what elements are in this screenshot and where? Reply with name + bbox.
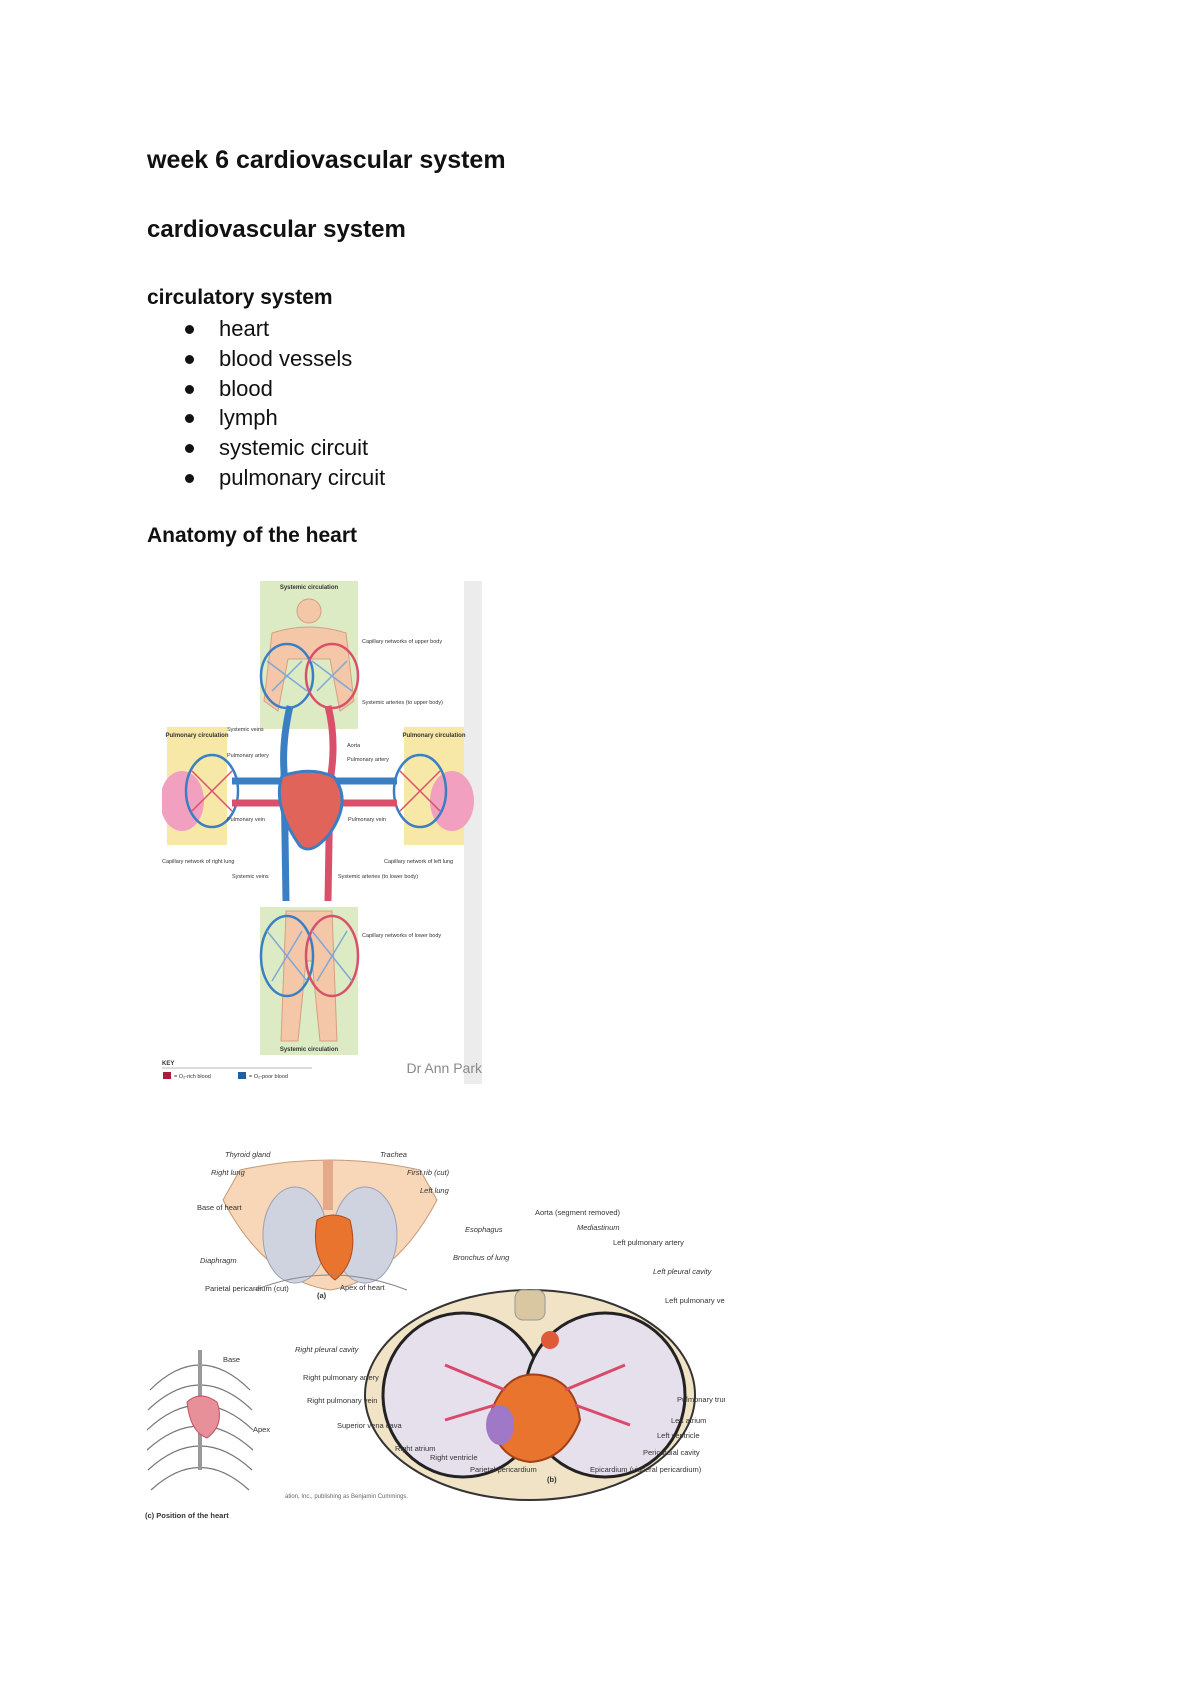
label-right-pleural: Right pleural cavity bbox=[295, 1345, 360, 1354]
label-base: Base bbox=[223, 1355, 240, 1364]
label-left-pulm-artery: Left pulmonary artery bbox=[613, 1238, 684, 1247]
label-epicardium: Epicardium (visceral pericardium) bbox=[590, 1465, 702, 1474]
label-cap-lower: Capillary networks of lower body bbox=[362, 933, 441, 939]
label-left-pulm-vein: Left pulmonary vein bbox=[665, 1296, 725, 1305]
label-sys-arteries-upper: Systemic arteries (to upper body) bbox=[362, 700, 443, 706]
label-panel-b: (b) bbox=[547, 1475, 557, 1484]
left-box-title: Pulmonary circulation bbox=[165, 733, 228, 739]
bullet-list: heart blood vessels blood lymph systemic… bbox=[147, 314, 385, 493]
label-parietal-pericardium-cut: Parietal pericardium (cut) bbox=[205, 1284, 289, 1293]
label-sys-veins-bottom: Systemic veins bbox=[232, 874, 269, 880]
label-pulm-artery-left: Pulmonary artery bbox=[227, 753, 269, 759]
label-right-atrium: Right atrium bbox=[395, 1444, 435, 1453]
bullet-icon bbox=[185, 414, 194, 424]
label-panel-a: (a) bbox=[317, 1291, 327, 1300]
label-bronchus: Bronchus of lung bbox=[453, 1253, 510, 1262]
label-left-atrium: Left atrium bbox=[671, 1416, 706, 1425]
key-rich-swatch bbox=[163, 1072, 171, 1079]
label-right-pulm-artery: Right pulmonary artery bbox=[303, 1373, 379, 1382]
label-pericardial-cavity: Pericardial cavity bbox=[643, 1448, 700, 1457]
label-right-lung: Right lung bbox=[211, 1168, 246, 1177]
list-item-text: pulmonary circuit bbox=[219, 464, 386, 490]
bullet-icon bbox=[185, 444, 194, 454]
heart-icon bbox=[277, 769, 344, 851]
circulation-diagram: Systemic circulation Systemic circulatio… bbox=[162, 581, 482, 1084]
key-rich-label: = O₂-rich blood bbox=[174, 1074, 211, 1080]
label-pulm-vein-left: Pulmonary vein bbox=[227, 817, 265, 823]
label-thyroid: Thyroid gland bbox=[225, 1150, 271, 1159]
anatomy-heading: Anatomy of the heart bbox=[147, 524, 358, 547]
list-item-text: blood bbox=[219, 375, 273, 401]
label-left-lung: Left lung bbox=[420, 1186, 450, 1195]
label-panel-c-caption: (c) Position of the heart bbox=[145, 1511, 229, 1520]
label-apex-of-heart: Apex of heart bbox=[340, 1283, 386, 1292]
subheading: circulatory system bbox=[147, 286, 333, 309]
label-sys-arteries-lower: Systemic arteries (to lower body) bbox=[338, 874, 418, 880]
list-item: blood vessels bbox=[147, 344, 385, 374]
label-apex: Apex bbox=[253, 1425, 270, 1434]
figure-credit: ation, Inc., publishing as Benjamin Cumm… bbox=[285, 1494, 408, 1500]
watermark: Dr Ann Park bbox=[407, 1060, 482, 1076]
label-pulm-artery-right: Pulmonary artery bbox=[347, 757, 389, 763]
list-item: blood bbox=[147, 374, 385, 404]
heart-position-diagram: Thyroid gland Trachea First rib (cut) Ri… bbox=[145, 1150, 725, 1520]
label-parietal-pericardium: Parietal pericardium bbox=[470, 1465, 537, 1474]
panel-b-cross-section bbox=[364, 1289, 696, 1501]
bullet-icon bbox=[185, 354, 194, 364]
list-item: lymph bbox=[147, 403, 385, 433]
list-item-text: systemic circuit bbox=[219, 435, 369, 461]
key-poor-label: = O₂-poor blood bbox=[249, 1074, 288, 1080]
label-base-of-heart: Base of heart bbox=[197, 1203, 243, 1212]
label-trachea: Trachea bbox=[380, 1150, 407, 1159]
bullet-icon bbox=[185, 473, 194, 483]
heart-position-icon bbox=[186, 1395, 220, 1439]
lung-right bbox=[162, 753, 240, 831]
bullet-icon bbox=[185, 384, 194, 394]
bullet-icon bbox=[185, 325, 194, 334]
label-pulm-vein-right: Pulmonary vein bbox=[348, 817, 386, 823]
label-first-rib: First rib (cut) bbox=[407, 1168, 450, 1177]
section-heading: cardiovascular system bbox=[147, 216, 406, 243]
label-aorta-b: Aorta (segment removed) bbox=[535, 1208, 621, 1217]
label-diaphragm: Diaphragm bbox=[200, 1256, 237, 1265]
label-left-pleural: Left pleural cavity bbox=[653, 1267, 713, 1276]
capillary-lower bbox=[259, 914, 360, 998]
list-item: heart bbox=[147, 314, 385, 344]
list-item: pulmonary circuit bbox=[147, 463, 385, 493]
label-cap-upper: Capillary networks of upper body bbox=[362, 639, 442, 645]
label-cap-right-lung: Capillary network of right lung bbox=[162, 859, 234, 865]
label-pulm-trunk: Pulmonary trunk bbox=[677, 1395, 725, 1404]
key-title: KEY bbox=[162, 1061, 174, 1067]
label-esophagus: Esophagus bbox=[465, 1225, 503, 1234]
label-cap-left-lung: Capillary network of left lung bbox=[384, 859, 453, 865]
label-right-ventricle: Right ventricle bbox=[430, 1453, 478, 1462]
label-mediastinum: Mediastinum bbox=[577, 1223, 620, 1232]
document-title: week 6 cardiovascular system bbox=[147, 146, 506, 174]
label-left-ventricle: Left ventricle bbox=[657, 1431, 700, 1440]
label-right-pulm-vein: Right pulmonary vein bbox=[307, 1396, 377, 1405]
list-item-text: lymph bbox=[219, 405, 278, 431]
label-sys-veins-top: Systemic veins bbox=[227, 727, 264, 733]
label-aorta: Aorta bbox=[347, 743, 361, 749]
panel-a-torso bbox=[222, 1159, 438, 1291]
top-box-title: Systemic circulation bbox=[280, 585, 339, 591]
bottom-box-title: Systemic circulation bbox=[280, 1047, 339, 1053]
list-item: systemic circuit bbox=[147, 433, 385, 463]
scan-edge bbox=[464, 581, 482, 1084]
lung-left bbox=[392, 753, 474, 831]
list-item-text: heart bbox=[219, 316, 270, 341]
list-item-text: blood vessels bbox=[219, 345, 353, 371]
key-poor-swatch bbox=[238, 1072, 246, 1079]
label-svc: Superior vena cava bbox=[337, 1421, 402, 1430]
right-box-title: Pulmonary circulation bbox=[402, 733, 465, 739]
